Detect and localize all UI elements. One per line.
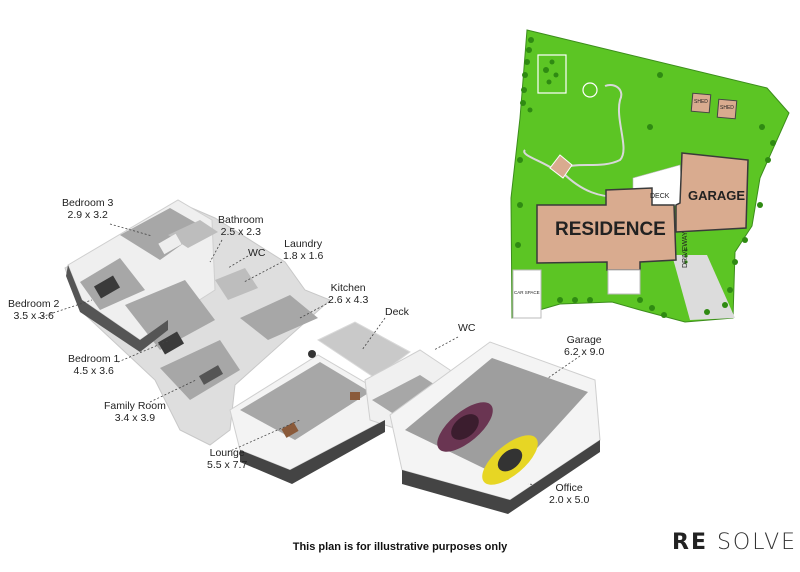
lounge-front	[240, 420, 385, 484]
garage-front	[402, 440, 600, 514]
bedroom-front	[66, 265, 168, 352]
logo-right: SOLVE	[716, 530, 798, 555]
porch	[607, 269, 641, 295]
dining-table	[281, 422, 299, 438]
stove	[308, 350, 316, 358]
driveway	[672, 255, 735, 320]
car-purple-roof	[451, 414, 479, 440]
lounge-chair	[350, 392, 360, 400]
floor-laundry	[215, 268, 258, 300]
logo-left: RE	[672, 530, 708, 555]
floor-bath	[168, 220, 218, 248]
site-carspace-label: CAR SPACE	[514, 290, 540, 295]
site-residence-label: RESIDENCE	[555, 219, 666, 240]
leader-lines	[37, 223, 581, 487]
floor-family	[160, 340, 240, 400]
residence-building	[536, 187, 677, 271]
floor-lounge	[240, 362, 370, 440]
trees	[515, 37, 776, 318]
sofa	[198, 365, 224, 385]
site-driveway-label: DRIVEWAY	[682, 231, 689, 268]
bed-2	[93, 275, 121, 299]
site-plan	[510, 29, 790, 323]
garage-building	[675, 152, 749, 233]
bed-3	[158, 233, 182, 255]
floor-office	[372, 375, 446, 418]
deck-floor	[316, 321, 411, 379]
round-feature	[582, 82, 598, 98]
logo: RE SOLVE	[672, 530, 797, 555]
shed-1	[690, 92, 712, 114]
disclaimer: This plan is for illustrative purposes o…	[292, 541, 508, 553]
car-yellow-roof	[497, 448, 523, 472]
label-wc-1: WC	[248, 247, 266, 259]
site-shed-1-label: SHED	[694, 99, 708, 105]
floor-bedroom3	[120, 208, 205, 260]
garden-bed	[537, 54, 567, 94]
site-shed-2-label: SHED	[720, 105, 734, 111]
floor-kitchen	[240, 295, 318, 340]
car-space	[512, 269, 542, 319]
floor-bedroom1	[125, 280, 215, 350]
label-wc-2: WC	[458, 322, 476, 334]
floor-plan-3d	[64, 199, 601, 514]
site-deck-label: DECK	[650, 193, 670, 200]
bed-1	[157, 331, 185, 355]
label-deck: Deck	[385, 306, 409, 318]
shed-2	[716, 98, 738, 120]
gazebo	[549, 154, 573, 179]
site-garage-label: GARAGE	[688, 188, 746, 203]
